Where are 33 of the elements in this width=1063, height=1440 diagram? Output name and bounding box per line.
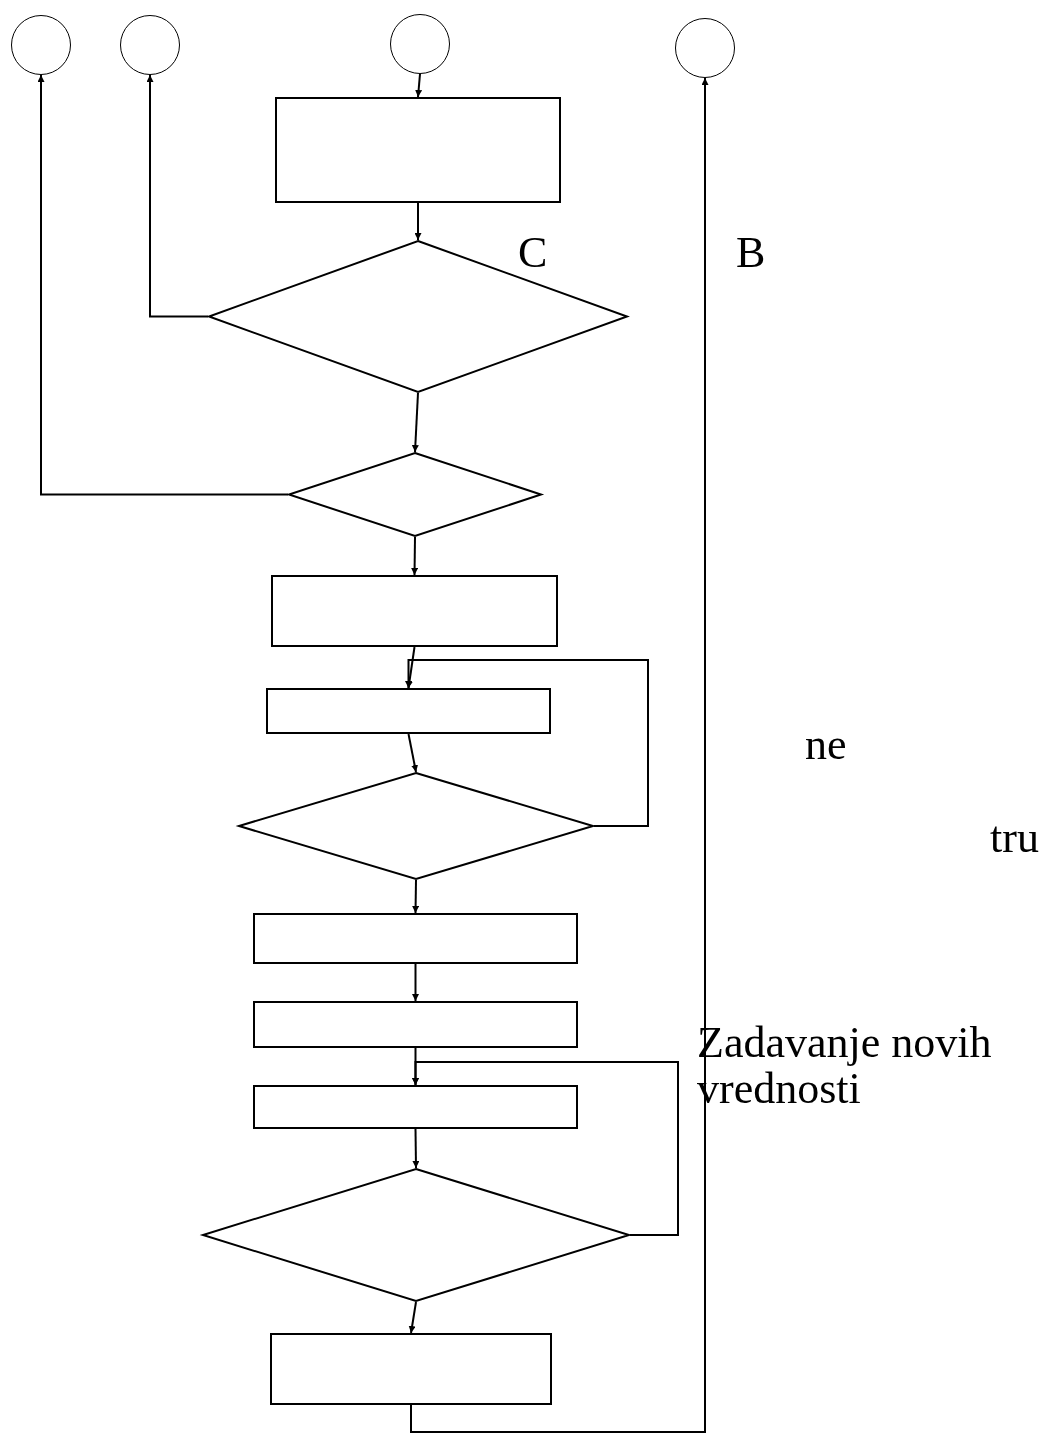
connector-circle — [120, 15, 180, 75]
process-box — [271, 575, 558, 647]
process-box — [253, 1085, 578, 1129]
arrow — [37, 74, 289, 496]
decision-diamond — [288, 452, 542, 537]
decision-diamond — [202, 1168, 630, 1302]
arrow — [415, 73, 423, 98]
process-box — [266, 688, 551, 734]
connector-circle — [11, 15, 71, 75]
decision-diamond — [208, 240, 628, 393]
arrow — [146, 74, 209, 318]
text-label: C — [518, 230, 548, 277]
arrow — [412, 963, 419, 1002]
arrow — [408, 1301, 417, 1334]
text-label: B — [736, 230, 766, 277]
arrow — [414, 202, 422, 241]
arrow — [412, 1061, 679, 1236]
text-label: ne — [805, 722, 847, 769]
process-box — [275, 97, 561, 203]
arrow — [411, 536, 419, 576]
text-label: tru — [990, 815, 1039, 862]
connector-circle — [390, 14, 450, 74]
process-box — [270, 1333, 552, 1405]
arrow — [411, 392, 419, 453]
process-box — [253, 913, 578, 964]
arrow — [410, 77, 709, 1433]
arrow — [405, 659, 649, 827]
process-box — [253, 1001, 578, 1048]
arrow — [412, 879, 420, 914]
arrow — [407, 733, 419, 773]
connector-circle — [675, 18, 735, 78]
arrow — [412, 1128, 420, 1169]
decision-diamond — [238, 772, 594, 880]
